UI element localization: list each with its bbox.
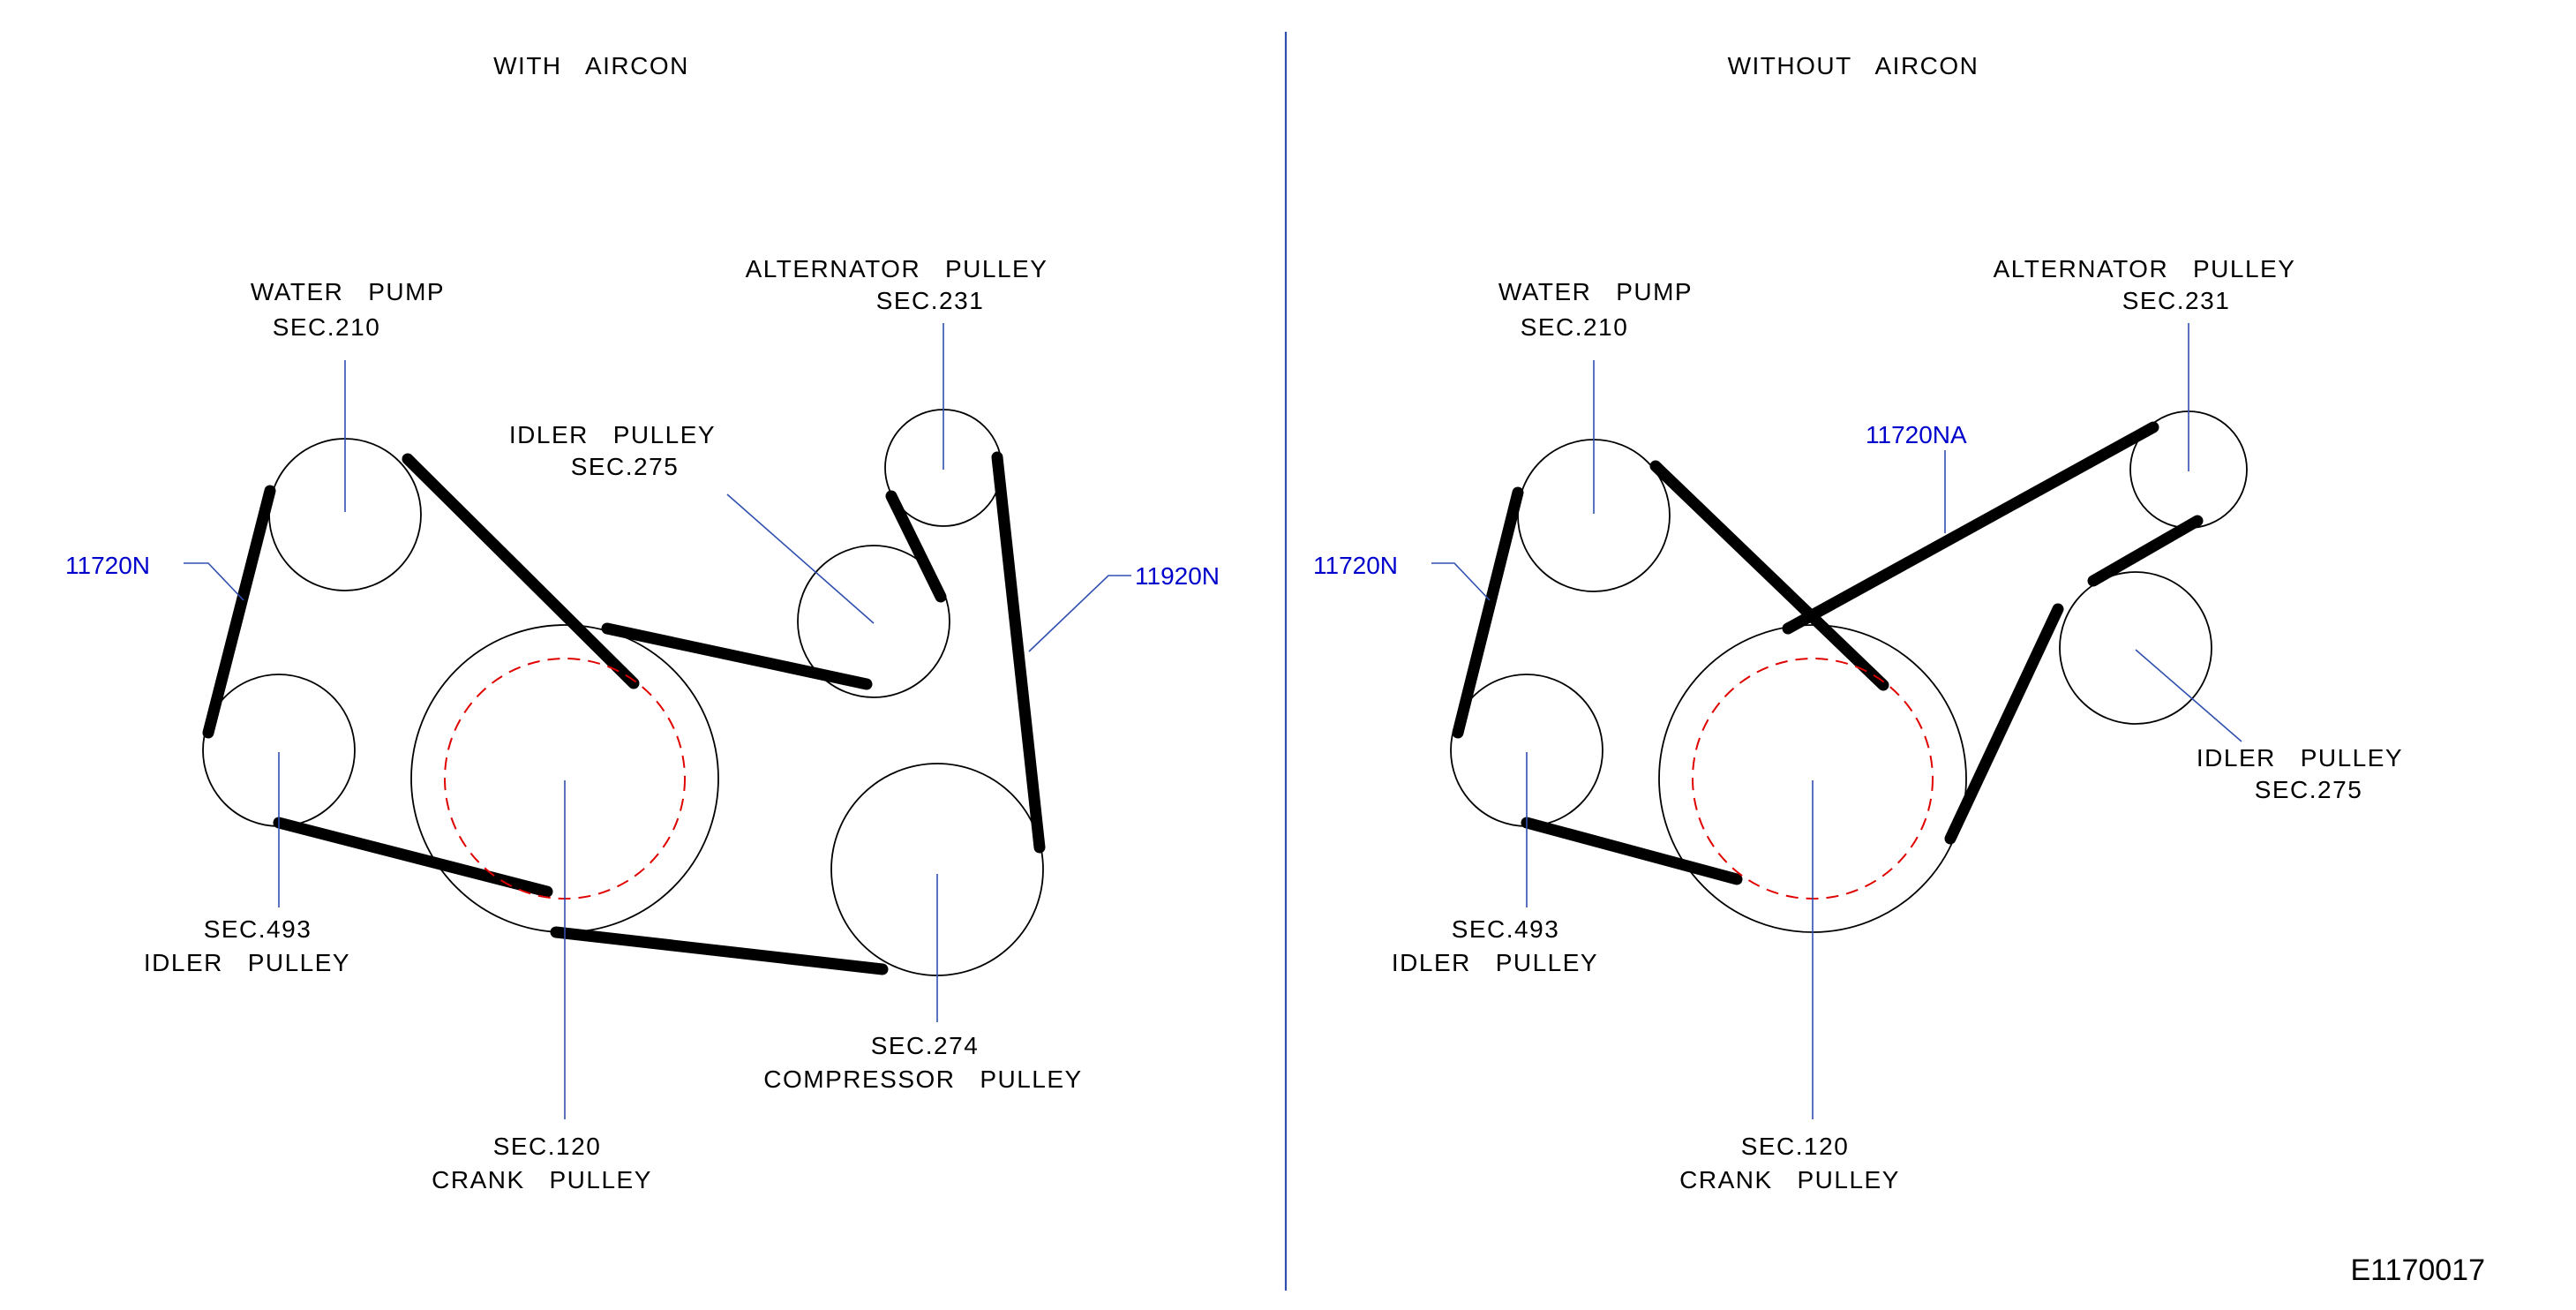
belt-segment	[2087, 515, 2204, 587]
label-idler-upper: IDLER PULLEY	[509, 421, 716, 448]
leader-idler-right	[2135, 649, 2242, 742]
belt-segment	[601, 622, 873, 690]
belt-segment	[1452, 486, 1524, 739]
label-crank-sec: SEC.120	[493, 1133, 602, 1160]
label-compressor: COMPRESSOR PULLEY	[763, 1065, 1082, 1093]
label-water-pump: WATER PUMP	[1498, 278, 1693, 305]
belt-segment	[991, 451, 1046, 854]
belt-11720na	[1782, 421, 2204, 845]
label-idler-lower-sec: SEC.493	[204, 915, 312, 943]
leader-11720n-right	[1431, 562, 1491, 601]
figure-code: E1170017	[2350, 1254, 2485, 1287]
label-idler-lower: IDLER PULLEY	[144, 949, 350, 976]
leader-idler-upper	[726, 493, 875, 624]
belt-11920n	[550, 451, 1046, 975]
belt-segment	[202, 485, 276, 739]
label-crank-sec: SEC.120	[1741, 1133, 1850, 1160]
idler-pulley-right	[2059, 571, 2212, 725]
label-idler-lower: IDLER PULLEY	[1392, 949, 1598, 976]
leader-11920n	[1028, 575, 1131, 652]
panel-without-aircon: WITHOUT AIRCON WATER PUMP SEC.210	[1313, 52, 2403, 1193]
label-crank: CRANK PULLEY	[1679, 1166, 1900, 1193]
label-alternator: ALTERNATOR PULLEY	[746, 255, 1048, 282]
belt-segment	[273, 817, 553, 898]
part-number-11720na: 11720NA	[1866, 421, 1967, 448]
part-number-11920n: 11920N	[1135, 562, 1220, 590]
belt-segment	[1782, 421, 2159, 635]
label-idler-lower-sec: SEC.493	[1452, 915, 1560, 943]
belt-11720n-right	[1452, 460, 1889, 885]
leader-11720n-left	[184, 562, 244, 601]
label-crank: CRANK PULLEY	[432, 1166, 652, 1193]
belt-segment	[402, 453, 640, 689]
belt-segment	[885, 490, 947, 603]
label-alternator-sec: SEC.231	[2122, 287, 2231, 314]
part-number-11720n-left: 11720N	[65, 552, 150, 579]
label-water-pump-sec: SEC.210	[273, 313, 381, 341]
belt-11720n-left	[202, 453, 640, 898]
label-idler-right-sec: SEC.275	[2255, 776, 2363, 803]
label-compressor-sec: SEC.274	[871, 1032, 980, 1059]
label-idler-upper-sec: SEC.275	[571, 453, 680, 480]
idler-pulley-upper	[797, 545, 950, 698]
panel-title-with-aircon: WITH AIRCON	[493, 52, 689, 79]
part-number-11720n-right: 11720N	[1313, 552, 1398, 579]
belt-segment	[1944, 603, 2064, 845]
belt-segment	[550, 926, 889, 975]
label-water-pump: WATER PUMP	[251, 278, 445, 305]
label-idler-right: IDLER PULLEY	[2197, 744, 2403, 772]
label-alternator: ALTERNATOR PULLEY	[1994, 255, 2296, 282]
label-water-pump-sec: SEC.210	[1521, 313, 1629, 341]
belt-segment	[1649, 460, 1889, 691]
label-alternator-sec: SEC.231	[876, 287, 985, 314]
panel-title-without-aircon: WITHOUT AIRCON	[1728, 52, 1979, 79]
panel-with-aircon: WITH AIRCON WATER PUMP	[65, 52, 1220, 1193]
belt-segment	[1521, 817, 1743, 885]
